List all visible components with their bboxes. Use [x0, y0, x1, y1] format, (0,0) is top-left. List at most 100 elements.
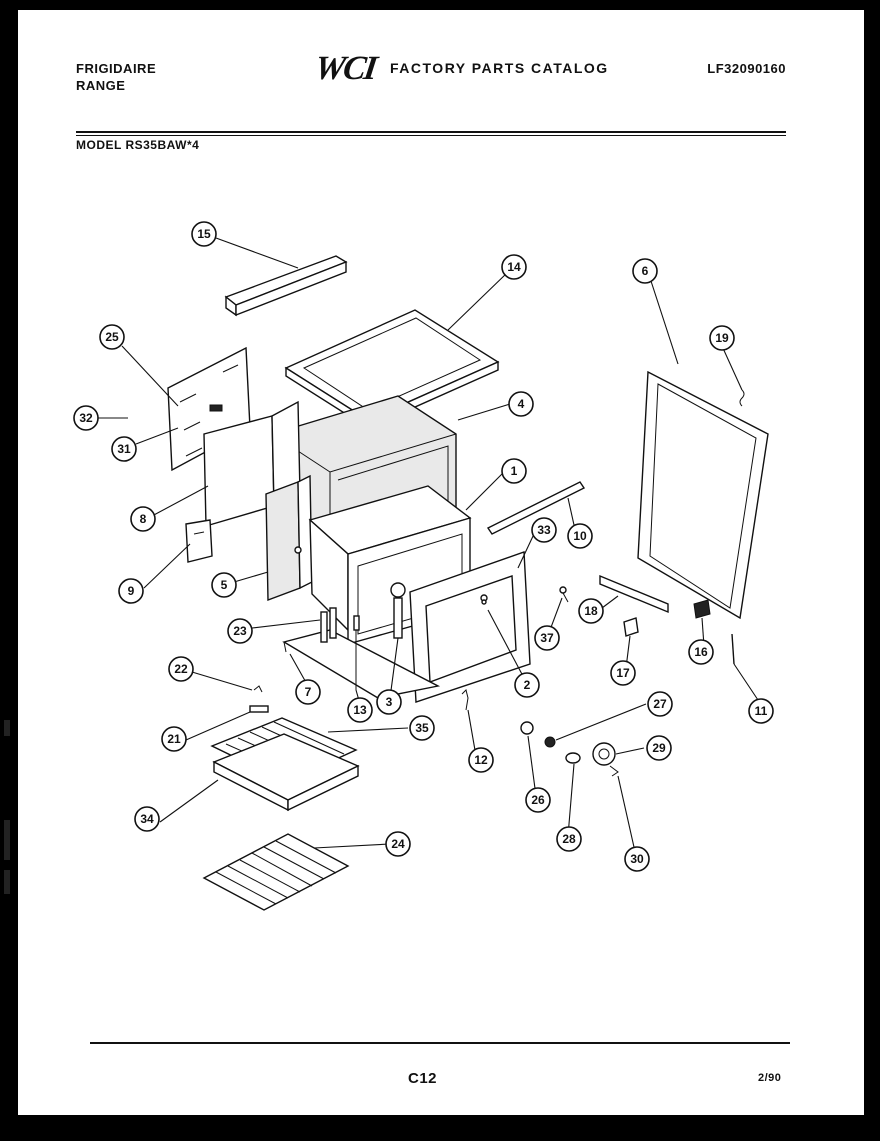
callout-27: 27	[647, 691, 673, 717]
catalog-title: FACTORY PARTS CATALOG	[390, 60, 609, 76]
page-date: 2/90	[758, 1072, 782, 1084]
header-rule	[76, 135, 786, 136]
leader-lines	[98, 237, 763, 857]
page-code: C12	[408, 1070, 438, 1087]
part-11-pin	[731, 633, 735, 665]
part-33-front-frame	[409, 551, 531, 703]
callout-30-label: 30	[630, 852, 644, 866]
callout-37: 37	[534, 625, 560, 651]
callout-4-label: 4	[518, 397, 525, 411]
callout-25-label: 25	[105, 330, 119, 344]
callout-34: 34	[134, 806, 160, 832]
part-6-door-panel	[637, 370, 769, 620]
callout-30: 30	[624, 846, 650, 872]
callout-24-label: 24	[391, 837, 405, 851]
callout-5-label: 5	[221, 578, 228, 592]
scan-mark	[4, 870, 10, 894]
part-17-block	[623, 617, 639, 637]
callout-15-label: 15	[197, 227, 211, 241]
footer-rule	[90, 1042, 790, 1044]
catalog-code: LF32090160	[707, 61, 786, 76]
part-29-switch	[592, 742, 619, 777]
callout-14: 14	[501, 254, 527, 280]
callout-22: 22	[168, 656, 194, 682]
callout-6-label: 6	[642, 264, 649, 278]
part-27-nut	[544, 736, 556, 748]
callout-2: 2	[514, 672, 540, 698]
exploded-parts-diagram: 15 14 6 19 25 32 31 4 1 8 10 33 9 5 18 3…	[73, 221, 774, 911]
callout-35-label: 35	[415, 721, 429, 735]
callout-18-label: 18	[584, 604, 598, 618]
callout-5: 5	[211, 572, 237, 598]
callout-31: 31	[111, 436, 137, 462]
part-12-clip	[461, 689, 469, 711]
callout-13: 13	[347, 697, 373, 723]
callout-15: 15	[191, 221, 217, 247]
callout-17-label: 17	[616, 666, 630, 680]
catalog-sheet: FRIGIDAIRE RANGE WCI FACTORY PARTS CATAL…	[18, 10, 864, 1115]
part-19-spring	[739, 389, 745, 407]
brand-name: FRIGIDAIRE	[76, 61, 157, 76]
callout-21-label: 21	[167, 732, 181, 746]
callout-8-label: 8	[140, 512, 147, 526]
part-5-side-wrap	[265, 474, 313, 602]
callout-24: 24	[385, 831, 411, 857]
callout-28-label: 28	[562, 832, 576, 846]
callout-10-label: 10	[573, 529, 587, 543]
header-rule	[76, 131, 786, 133]
callout-8: 8	[130, 506, 156, 532]
callout-21: 21	[161, 726, 187, 752]
callout-14-label: 14	[507, 260, 521, 274]
callout-7-label: 7	[305, 685, 312, 699]
callout-3: 3	[376, 689, 402, 715]
callout-34-label: 34	[140, 812, 154, 826]
callout-23-label: 23	[233, 624, 247, 638]
callout-26: 26	[525, 787, 551, 813]
callout-31-label: 31	[117, 442, 131, 456]
part-2-screw	[481, 599, 487, 605]
callout-33-label: 33	[537, 523, 551, 537]
callout-29-label: 29	[652, 741, 666, 755]
part-15-trim-strip	[224, 255, 348, 317]
model-number: MODEL RS35BAW*4	[76, 138, 200, 152]
part-23-bracket	[320, 607, 337, 643]
callout-4: 4	[508, 391, 534, 417]
callout-1: 1	[501, 458, 527, 484]
part-21-22-hardware	[249, 685, 269, 713]
part-7-bottom-pan	[282, 629, 441, 699]
callout-3-label: 3	[386, 695, 393, 709]
callout-28: 28	[556, 826, 582, 852]
scan-mark	[4, 820, 10, 860]
callout-12: 12	[468, 747, 494, 773]
callout-17: 17	[610, 660, 636, 686]
callout-25: 25	[99, 324, 125, 350]
callout-26-label: 26	[531, 793, 545, 807]
callout-32-label: 32	[79, 411, 93, 425]
callout-16-label: 16	[694, 645, 708, 659]
callout-19: 19	[709, 325, 735, 351]
part-28-bulb	[565, 752, 581, 764]
part-18-rail	[599, 574, 669, 614]
callout-27-label: 27	[653, 697, 667, 711]
part-10-strip	[486, 481, 586, 535]
callout-10: 10	[567, 523, 593, 549]
callout-22-label: 22	[174, 662, 188, 676]
callout-6: 6	[632, 258, 658, 284]
part-13-clip	[353, 615, 360, 690]
callout-11: 11	[748, 698, 774, 724]
callout-9: 9	[118, 578, 144, 604]
brand-block: FRIGIDAIRE RANGE	[76, 60, 156, 94]
callout-7: 7	[295, 679, 321, 705]
part-9-bracket	[185, 519, 213, 563]
callout-2-label: 2	[524, 678, 531, 692]
callout-32: 32	[73, 405, 99, 431]
callout-16: 16	[688, 639, 714, 665]
callout-18: 18	[578, 598, 604, 624]
callout-1-label: 1	[511, 464, 518, 478]
callout-29: 29	[646, 735, 672, 761]
part-37-screw	[559, 586, 569, 603]
callout-13-label: 13	[353, 703, 367, 717]
callout-11-label: 11	[755, 704, 768, 718]
product-type: RANGE	[76, 78, 126, 93]
